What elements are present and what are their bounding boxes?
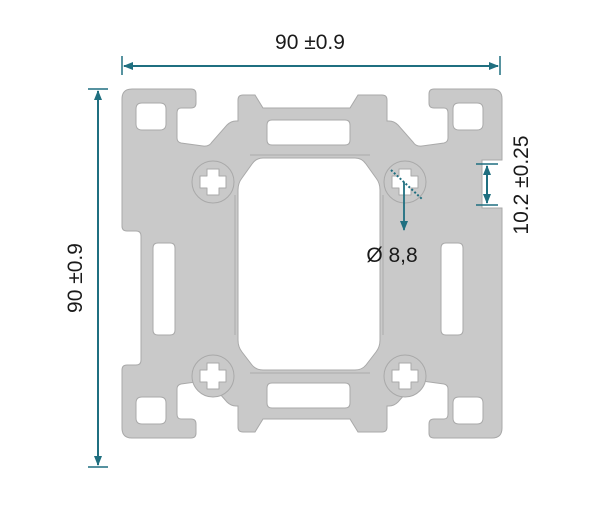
profile-inner-outline <box>234 154 384 374</box>
bore-bottom-right <box>383 354 427 398</box>
dimension-slot: 10.2 ±0.25 <box>476 135 533 235</box>
dimension-width: 90 ±0.9 <box>121 31 501 75</box>
bore-top-right <box>383 160 427 204</box>
dimension-width-label: 90 ±0.9 <box>275 31 345 54</box>
dimension-height-label: 90 ±0.9 <box>64 243 87 313</box>
profile-cross-section <box>121 88 503 439</box>
dimension-slot-label: 10.2 ±0.25 <box>510 135 533 234</box>
bore-top-left <box>191 160 235 204</box>
dimension-bore-label: Ø 8,8 <box>366 244 417 267</box>
dimension-bore: Ø 8,8 <box>366 169 423 267</box>
bore-bottom-left <box>191 354 235 398</box>
bore-diameter-line <box>390 169 423 200</box>
profile-body <box>121 88 503 439</box>
dimension-height: 90 ±0.9 <box>64 88 108 468</box>
